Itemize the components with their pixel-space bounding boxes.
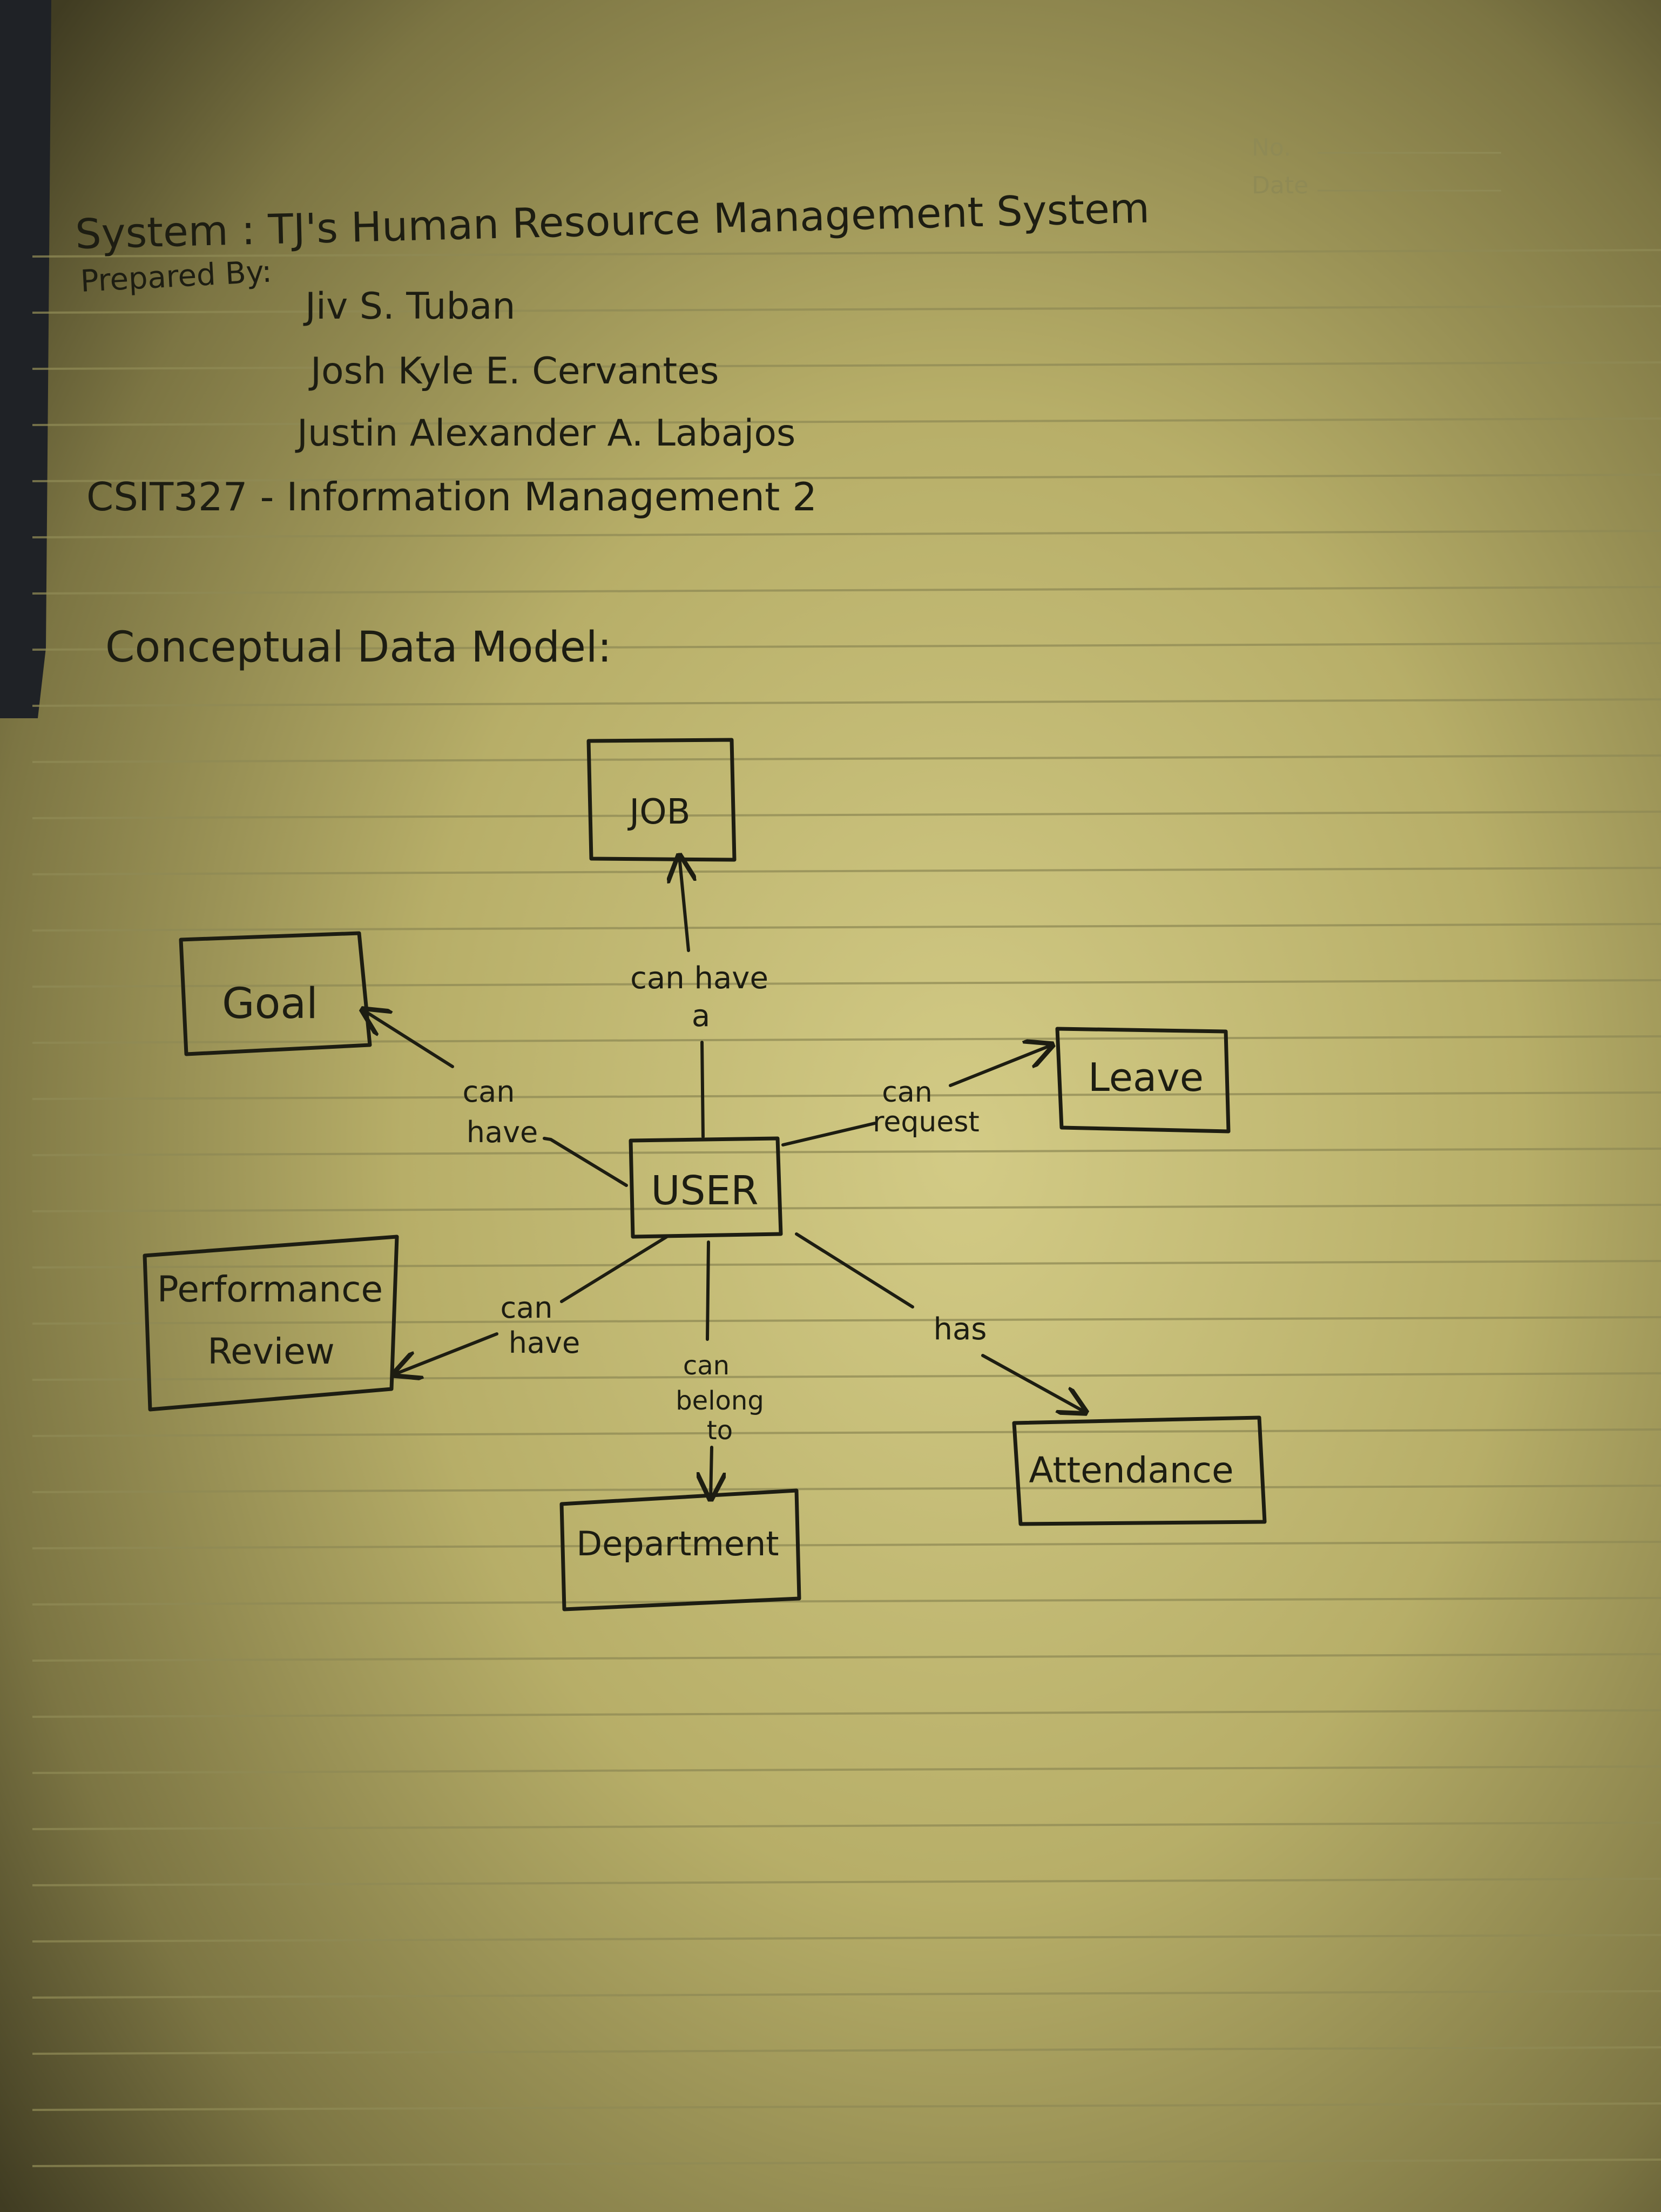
connector-user-attendance-arrow [981,1354,1085,1412]
date-label: Date [1252,172,1308,199]
rel-user-goal-line-1: can [462,1075,515,1109]
rule-line [32,642,1661,651]
rule-line [32,1990,1661,1999]
rule-line [32,2046,1661,2055]
connector-user-department-arrow [711,1446,712,1499]
rel-user-leave-line-2: request [873,1106,980,1138]
rule-line [32,1148,1661,1156]
rule-line [32,2102,1661,2111]
rel-user-goal-line-2: have [467,1115,538,1149]
connector-user-review-upper [560,1235,669,1303]
rule-line [32,417,1661,426]
section-title: Conceptual Data Model: [105,623,612,672]
author-3: Justin Alexander A. Labajos [295,412,795,455]
rule-line [32,249,1661,258]
rule-line [32,474,1661,482]
rule-line [32,361,1661,370]
rel-user-job-line-1: can have [630,961,768,996]
rule-line [32,1822,1661,1830]
entity-box-department [559,1488,801,1611]
rule-line [32,1541,1661,1549]
entity-performance-review-line-1: Performance [157,1269,383,1310]
entity-box-performance-review [143,1235,399,1412]
connector-user-job-lower [700,1041,705,1138]
rule-line [32,1316,1661,1325]
connector-user-attendance-upper [795,1232,914,1309]
rule-line [32,811,1661,819]
entity-box-job [586,738,737,862]
connector-user-goal-arrow [363,1010,454,1068]
rule-line [32,1597,1661,1606]
rule-line [32,1934,1661,1943]
rule-line [32,1765,1661,1774]
conceptual-data-model: USER JOB Goal Leave Performance Review A… [143,738,1267,1611]
rule-line [32,305,1661,314]
rule-line [32,1428,1661,1437]
connector-user-leave-arrow [949,1045,1052,1087]
rule-line [32,1485,1661,1493]
rule-line [32,586,1661,595]
rule-line [32,2159,1661,2167]
rule-line [32,754,1661,763]
rel-user-review-line-2: have [509,1326,580,1360]
connector-user-job-upper [679,856,688,952]
rule-line [32,923,1661,932]
no-label: No. [1252,134,1291,161]
entity-attendance: Attendance [1029,1449,1233,1491]
entity-performance-review-line-2: Review [207,1331,334,1372]
rule-line [32,698,1661,707]
connector-user-review-arrow [394,1332,498,1374]
rule-line [32,1035,1661,1044]
rel-user-job-line-2: a [692,999,710,1034]
rule-line [32,1709,1661,1718]
no-date-fields: No. Date [1252,134,1501,199]
entity-box-user [629,1136,783,1239]
rule-line [32,867,1661,875]
rel-user-department-line-1: can [683,1351,730,1381]
entity-box-goal [179,931,372,1056]
rule-line [32,979,1661,988]
rule-line [32,1204,1661,1212]
rel-user-department-line-3: to [707,1415,733,1446]
course-line: CSIT327 - Information Management 2 [86,474,817,520]
connector-user-leave-lower [781,1122,876,1147]
entity-box-leave [1055,1027,1231,1134]
rule-line [32,1091,1661,1100]
entity-user: USER [651,1168,758,1214]
rule-line [32,530,1661,538]
rel-user-attendance: has [934,1312,987,1347]
rel-user-review-line-1: can [500,1291,552,1325]
connector-user-goal [543,1137,628,1187]
author-2: Josh Kyle E. Cervantes [308,350,719,393]
entity-leave: Leave [1088,1055,1204,1100]
entity-goal: Goal [222,980,318,1028]
entity-department: Department [576,1524,779,1563]
connector-user-department-upper [706,1240,710,1341]
rule-line [32,1878,1661,1886]
entity-box-attendance [1012,1415,1267,1526]
author-1: Jiv S. Tuban [303,285,515,328]
rel-user-leave-line-1: can [882,1076,932,1109]
entity-job: JOB [627,792,690,832]
rule-line [32,1653,1661,1662]
rel-user-department-line-2: belong [676,1386,764,1416]
rule-line [32,1372,1661,1381]
ruled-lines [32,249,1661,2167]
